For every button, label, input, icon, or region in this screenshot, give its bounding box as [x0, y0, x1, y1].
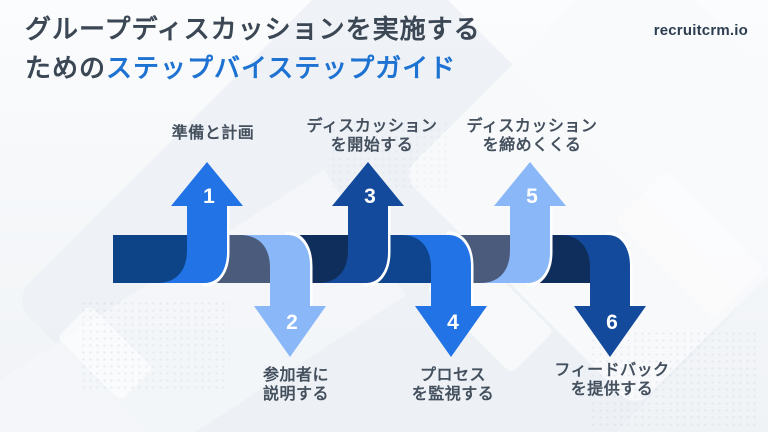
brand-logo: recruitcrm.io: [653, 22, 748, 39]
step-3-label-line2: を開始する: [330, 137, 414, 154]
step-6-label-line1: フィードバック: [554, 362, 670, 379]
step-2-label: 参加者に 説明する: [206, 366, 386, 404]
step-5-label: ディスカッション を締めくくる: [442, 117, 622, 155]
step-4-label-line1: プロセス: [419, 367, 486, 384]
arrow-2-down: [240, 235, 326, 357]
step-3-number: 3: [364, 185, 376, 208]
step-4-label-line2: を監視する: [411, 386, 495, 403]
step-5-label-line2: を締めくくる: [482, 137, 582, 154]
arrow-4-down: [401, 235, 487, 357]
step-1-number: 1: [203, 185, 215, 208]
step-3-label: ディスカッション を開始する: [282, 117, 462, 155]
arrow-3-up: [318, 162, 404, 283]
step-6-number: 6: [606, 311, 618, 334]
arrow-1-up: [157, 162, 243, 283]
title-line2: ためのステップバイステップガイド: [25, 49, 481, 88]
arrow-5-up: [480, 162, 566, 283]
page-title: グループディスカッションを実施する ためのステップバイステップガイド: [25, 10, 481, 88]
step-4-label: プロセス を監視する: [363, 366, 543, 404]
step-2-label-line1: 参加者に: [262, 367, 329, 384]
step-2-label-line2: 説明する: [262, 386, 329, 403]
step-2-number: 2: [286, 311, 298, 334]
step-1-label: 準備と計画: [123, 124, 303, 143]
step-1-label-line1: 準備と計画: [171, 125, 255, 142]
step-6-label: フィードバック を提供する: [522, 361, 702, 399]
step-5-label-line1: ディスカッション: [466, 118, 598, 135]
title-line2-blue: ステップバイステップガイド: [106, 53, 457, 83]
step-5-number: 5: [526, 185, 538, 208]
arrow-6-down: [560, 235, 646, 357]
step-6-label-line2: を提供する: [570, 381, 654, 398]
step-4-number: 4: [447, 311, 459, 334]
title-line1: グループディスカッションを実施する: [25, 14, 481, 44]
title-line2-dark: ための: [25, 53, 107, 83]
step-3-label-line1: ディスカッション: [306, 118, 438, 135]
